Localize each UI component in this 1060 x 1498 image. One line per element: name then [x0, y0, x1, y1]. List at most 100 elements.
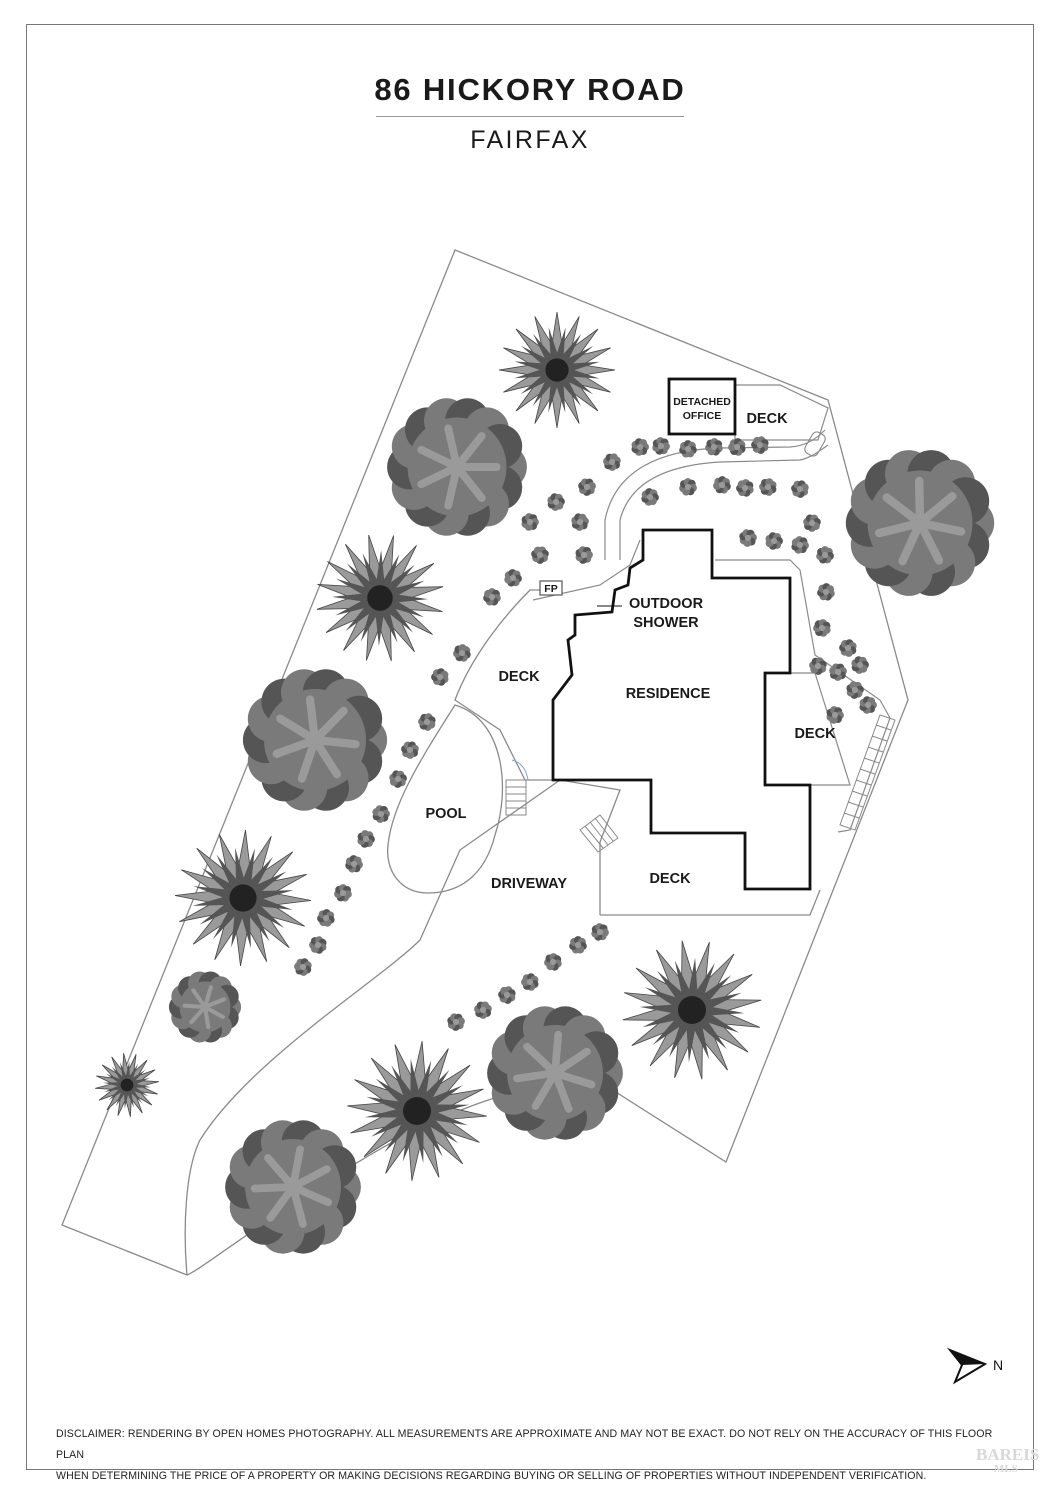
shrub-icon	[569, 936, 587, 954]
driveway-lower-edge	[600, 889, 821, 916]
shrub-icon	[571, 513, 589, 531]
round-tree-icon	[242, 669, 388, 811]
round-tree-icon	[487, 1006, 623, 1140]
mls-watermark: BAREIS MLS	[976, 1445, 1040, 1476]
shrub-icon	[431, 668, 449, 686]
shrub-icon	[603, 453, 621, 471]
title-divider	[376, 116, 684, 117]
palm-tree-icon	[316, 534, 444, 662]
shrub-icon	[679, 478, 697, 496]
palm-tree-icon	[174, 829, 312, 967]
deck-right-label: DECK	[794, 726, 836, 742]
side-stairs	[839, 714, 896, 831]
watermark-line-2: MLS	[994, 1463, 1018, 1475]
palm-tree-icon	[498, 311, 616, 429]
shrub-icon	[679, 440, 697, 458]
shrub-icon	[846, 681, 864, 699]
residence-outline	[551, 528, 812, 891]
shrub-icon	[713, 476, 731, 494]
driveway-stairs	[579, 814, 619, 853]
palm-tree-icon	[95, 1053, 159, 1117]
round-tree-icon	[845, 450, 995, 596]
shrub-icon	[447, 1013, 465, 1031]
deck-left-outline	[454, 589, 553, 781]
deck-top-label: DECK	[746, 411, 788, 427]
shrub-icon	[817, 583, 835, 601]
detached-office	[667, 377, 737, 436]
shrubs	[294, 436, 877, 1031]
fireplace-label: FP	[544, 583, 557, 595]
shrub-icon	[641, 488, 659, 506]
shrub-icon	[705, 438, 723, 456]
shrub-icon	[317, 909, 335, 927]
shrub-icon	[851, 656, 869, 674]
side-walkway	[715, 559, 891, 833]
shrub-icon	[578, 478, 596, 496]
shrub-icon	[474, 1001, 492, 1019]
shrub-icon	[859, 696, 877, 714]
shrub-icon	[791, 480, 809, 498]
shrub-icon	[816, 546, 834, 564]
shrub-icon	[401, 741, 419, 759]
shrub-icon	[453, 644, 471, 662]
shrub-icon	[791, 536, 809, 554]
shrub-icon	[498, 986, 516, 1004]
residence-label: RESIDENCE	[626, 686, 711, 702]
shrub-icon	[483, 588, 501, 606]
trees	[95, 311, 995, 1254]
pool-gate	[511, 759, 529, 781]
shrub-icon	[736, 479, 754, 497]
shrub-icon	[759, 478, 777, 496]
shrub-icon	[521, 513, 539, 531]
deck-left-label: DECK	[498, 669, 540, 685]
page-frame	[26, 24, 1034, 1470]
shrub-icon	[652, 437, 670, 455]
property-boundary	[61, 249, 909, 1276]
shrub-icon	[531, 546, 549, 564]
shrub-icon	[803, 514, 821, 532]
shrub-icon	[521, 973, 539, 991]
round-tree-icon	[225, 1120, 361, 1254]
detached-office-label-1: DETACHED	[673, 396, 731, 408]
north-letter: N	[993, 1357, 1003, 1373]
shrub-icon	[357, 830, 375, 848]
north-arrow	[946, 1347, 988, 1385]
pool-outline	[387, 704, 504, 894]
disclaimer-line-2: WHEN DETERMINING THE PRICE OF A PROPERTY…	[56, 1470, 927, 1482]
shrub-icon	[591, 923, 609, 941]
pool-label: POOL	[425, 806, 466, 822]
disclaimer-line-1: DISCLAIMER: RENDERING BY OPEN HOMES PHOT…	[56, 1428, 993, 1461]
stepping-path	[532, 539, 641, 601]
shrub-icon	[575, 546, 593, 564]
outdoor-shower-label-1: OUTDOOR	[629, 596, 704, 612]
shrub-icon	[389, 770, 407, 788]
driveway-label: DRIVEWAY	[491, 876, 567, 892]
shrub-icon	[309, 936, 327, 954]
driveway-outline	[184, 779, 621, 1276]
shrub-icon	[809, 657, 827, 675]
shrub-icon	[839, 639, 857, 657]
round-tree-icon	[168, 971, 242, 1043]
shrub-icon	[826, 706, 844, 724]
shrub-icon	[751, 436, 769, 454]
property-title: 86 HICKORY ROAD	[374, 72, 686, 107]
hot-tub	[804, 431, 826, 457]
shrub-icon	[504, 569, 522, 587]
garden-path-inner	[619, 444, 829, 560]
deck-bottom-label: DECK	[649, 871, 691, 887]
fireplace	[539, 580, 563, 596]
shrub-icon	[418, 713, 436, 731]
garden-path	[604, 429, 826, 560]
shrub-icon	[372, 805, 390, 823]
shrub-icon	[631, 438, 649, 456]
shrub-icon	[544, 953, 562, 971]
shrub-icon	[813, 619, 831, 637]
property-town: FAIRFAX	[470, 126, 590, 154]
shrub-icon	[829, 663, 847, 681]
round-tree-icon	[387, 398, 527, 536]
shrub-icon	[547, 493, 565, 511]
detached-office-label-2: OFFICE	[683, 410, 722, 422]
watermark-line-1: BAREIS	[976, 1445, 1040, 1464]
outdoor-shower-label-2: SHOWER	[633, 615, 699, 631]
